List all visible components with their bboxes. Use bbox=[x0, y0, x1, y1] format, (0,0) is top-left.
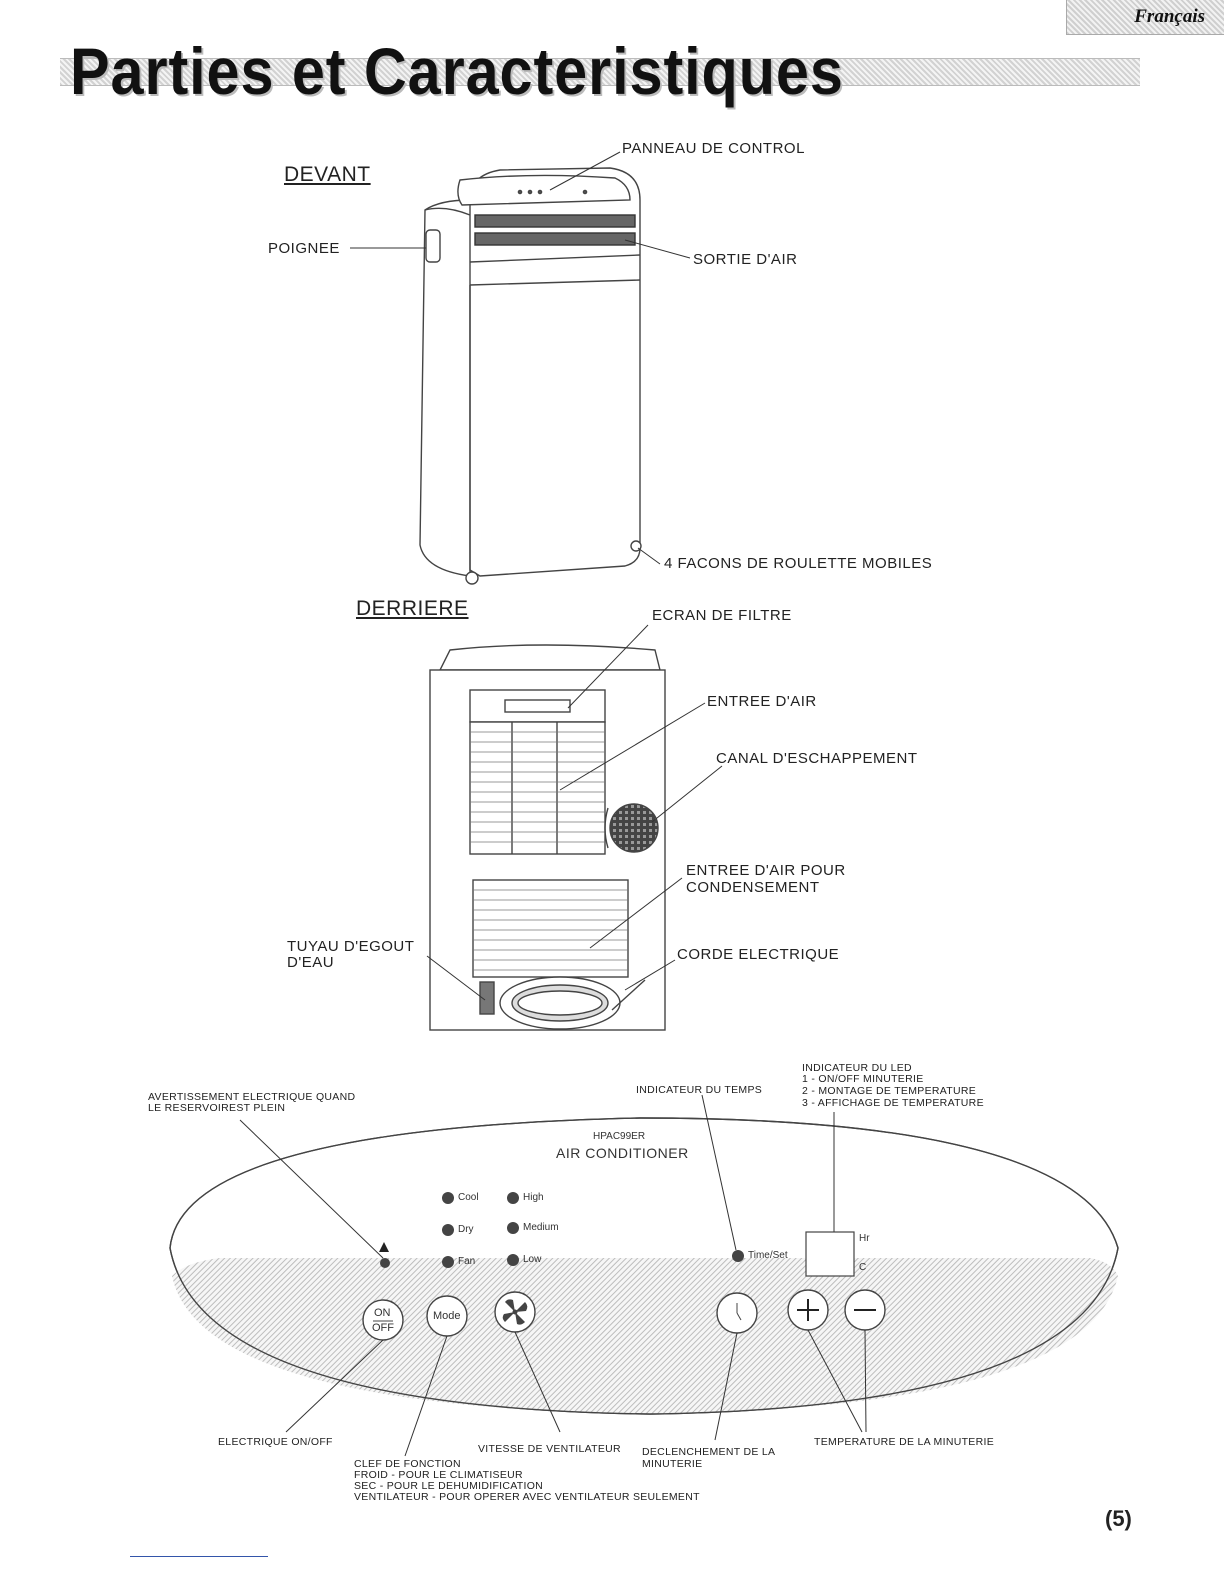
callout-timer-trigger-line1: DECLENCHEMENT DE LA bbox=[642, 1446, 776, 1458]
callout-timer-trigger-line2: MINUTERIE bbox=[642, 1458, 703, 1470]
label-filter-screen: ECRAN DE FILTRE bbox=[652, 607, 792, 624]
callout-led-indicator-line3: 2 - MONTAGE DE TEMPERATURE bbox=[802, 1085, 977, 1097]
callout-function-key-line1: CLEF DE FONCTION bbox=[354, 1458, 461, 1470]
fan-speed-button[interactable] bbox=[495, 1292, 535, 1332]
callout-function-key-line4: VENTILATEUR - POUR OPERER AVEC VENTILATE… bbox=[354, 1491, 700, 1503]
label-control-panel: PANNEAU DE CONTROL bbox=[622, 140, 805, 157]
label-condenser-inlet-line1: ENTREE D'AIR POUR bbox=[686, 862, 846, 879]
callout-function-key-line3: SEC - POUR LE DEHUMIDIFICATION bbox=[354, 1480, 544, 1492]
front-unit-drawing bbox=[419, 167, 642, 585]
indicator-high: High bbox=[523, 1192, 544, 1203]
plus-button[interactable] bbox=[788, 1290, 828, 1330]
on-off-label-off: OFF bbox=[372, 1322, 394, 1334]
indicator-cool: Cool bbox=[458, 1192, 479, 1203]
on-off-button[interactable]: ON OFF bbox=[363, 1300, 403, 1340]
callout-function-key-line2: FROID - POUR LE CLIMATISEUR bbox=[354, 1469, 523, 1481]
label-casters: 4 FACONS DE ROULETTE MOBILES bbox=[664, 555, 933, 572]
label-air-outlet: SORTIE D'AIR bbox=[693, 251, 798, 268]
on-off-label-on: ON bbox=[374, 1307, 391, 1319]
indicator-dry: Dry bbox=[458, 1224, 474, 1235]
indicator-low: Low bbox=[523, 1254, 542, 1265]
label-drain-hose-line2: D'EAU bbox=[287, 954, 335, 971]
minus-button[interactable] bbox=[845, 1290, 885, 1330]
callout-power: ELECTRIQUE ON/OFF bbox=[218, 1436, 333, 1448]
callout-timer-temperature: TEMPERATURE DE LA MINUTERIE bbox=[814, 1436, 995, 1448]
indicator-fan: Fan bbox=[458, 1256, 476, 1267]
back-heading: DERRIERE bbox=[356, 597, 469, 620]
callout-water-full-line1: AVERTISSEMENT ELECTRIQUE QUAND bbox=[148, 1091, 356, 1103]
timer-button[interactable] bbox=[717, 1293, 757, 1333]
mode-button-label: Mode bbox=[433, 1310, 461, 1322]
label-condenser-inlet-line2: CONDENSEMENT bbox=[686, 879, 820, 896]
timer-clock-icon bbox=[736, 1303, 742, 1321]
back-leader-lines bbox=[426, 624, 723, 1001]
control-panel-drawing bbox=[169, 1117, 1119, 1415]
label-power-cord: CORDE ELECTRIQUE bbox=[677, 946, 840, 963]
callout-fan-speed: VITESSE DE VENTILATEUR bbox=[478, 1443, 621, 1455]
callout-time-indicator: INDICATEUR DU TEMPS bbox=[636, 1084, 763, 1096]
label-drain-hose-line1: TUYAU D'EGOUT bbox=[287, 938, 415, 955]
label-air-inlet: ENTREE D'AIR bbox=[707, 693, 817, 710]
footer-rule bbox=[130, 1556, 268, 1557]
title-band bbox=[60, 58, 1140, 86]
language-tab-label: Français bbox=[1134, 6, 1205, 27]
fan-icon bbox=[502, 1299, 528, 1325]
plus-icon bbox=[797, 1299, 819, 1321]
back-unit-drawing bbox=[429, 644, 666, 1031]
page-title: Parties et Caracteristiques bbox=[70, 34, 844, 108]
mode-button[interactable]: Mode bbox=[427, 1296, 467, 1336]
callout-led-indicator-line1: INDICATEUR DU LED bbox=[802, 1062, 912, 1074]
language-tab: Français bbox=[1066, 0, 1224, 35]
callout-led-indicator-line4: 3 - AFFICHAGE DE TEMPERATURE bbox=[802, 1097, 984, 1109]
panel-model: HPAC99ER bbox=[593, 1131, 646, 1142]
callout-water-full-line2: LE RESERVOIREST PLEIN bbox=[148, 1102, 286, 1114]
label-exhaust: CANAL D'ESCHAPPEMENT bbox=[716, 750, 918, 767]
display-unit-c: C bbox=[859, 1262, 867, 1273]
panel-leader-lines bbox=[239, 1094, 867, 1457]
front-heading: DEVANT bbox=[284, 163, 371, 186]
page-number: (5) bbox=[1105, 1506, 1132, 1531]
front-leader-lines bbox=[350, 151, 691, 565]
display-unit-hr: Hr bbox=[859, 1233, 870, 1244]
panel-name: AIR CONDITIONER bbox=[556, 1145, 689, 1161]
indicator-medium: Medium bbox=[523, 1222, 559, 1233]
callout-led-indicator-line2: 1 - ON/OFF MINUTERIE bbox=[802, 1073, 924, 1085]
label-handle: POIGNEE bbox=[268, 240, 340, 257]
indicator-time-set: Time/Set bbox=[748, 1250, 788, 1261]
